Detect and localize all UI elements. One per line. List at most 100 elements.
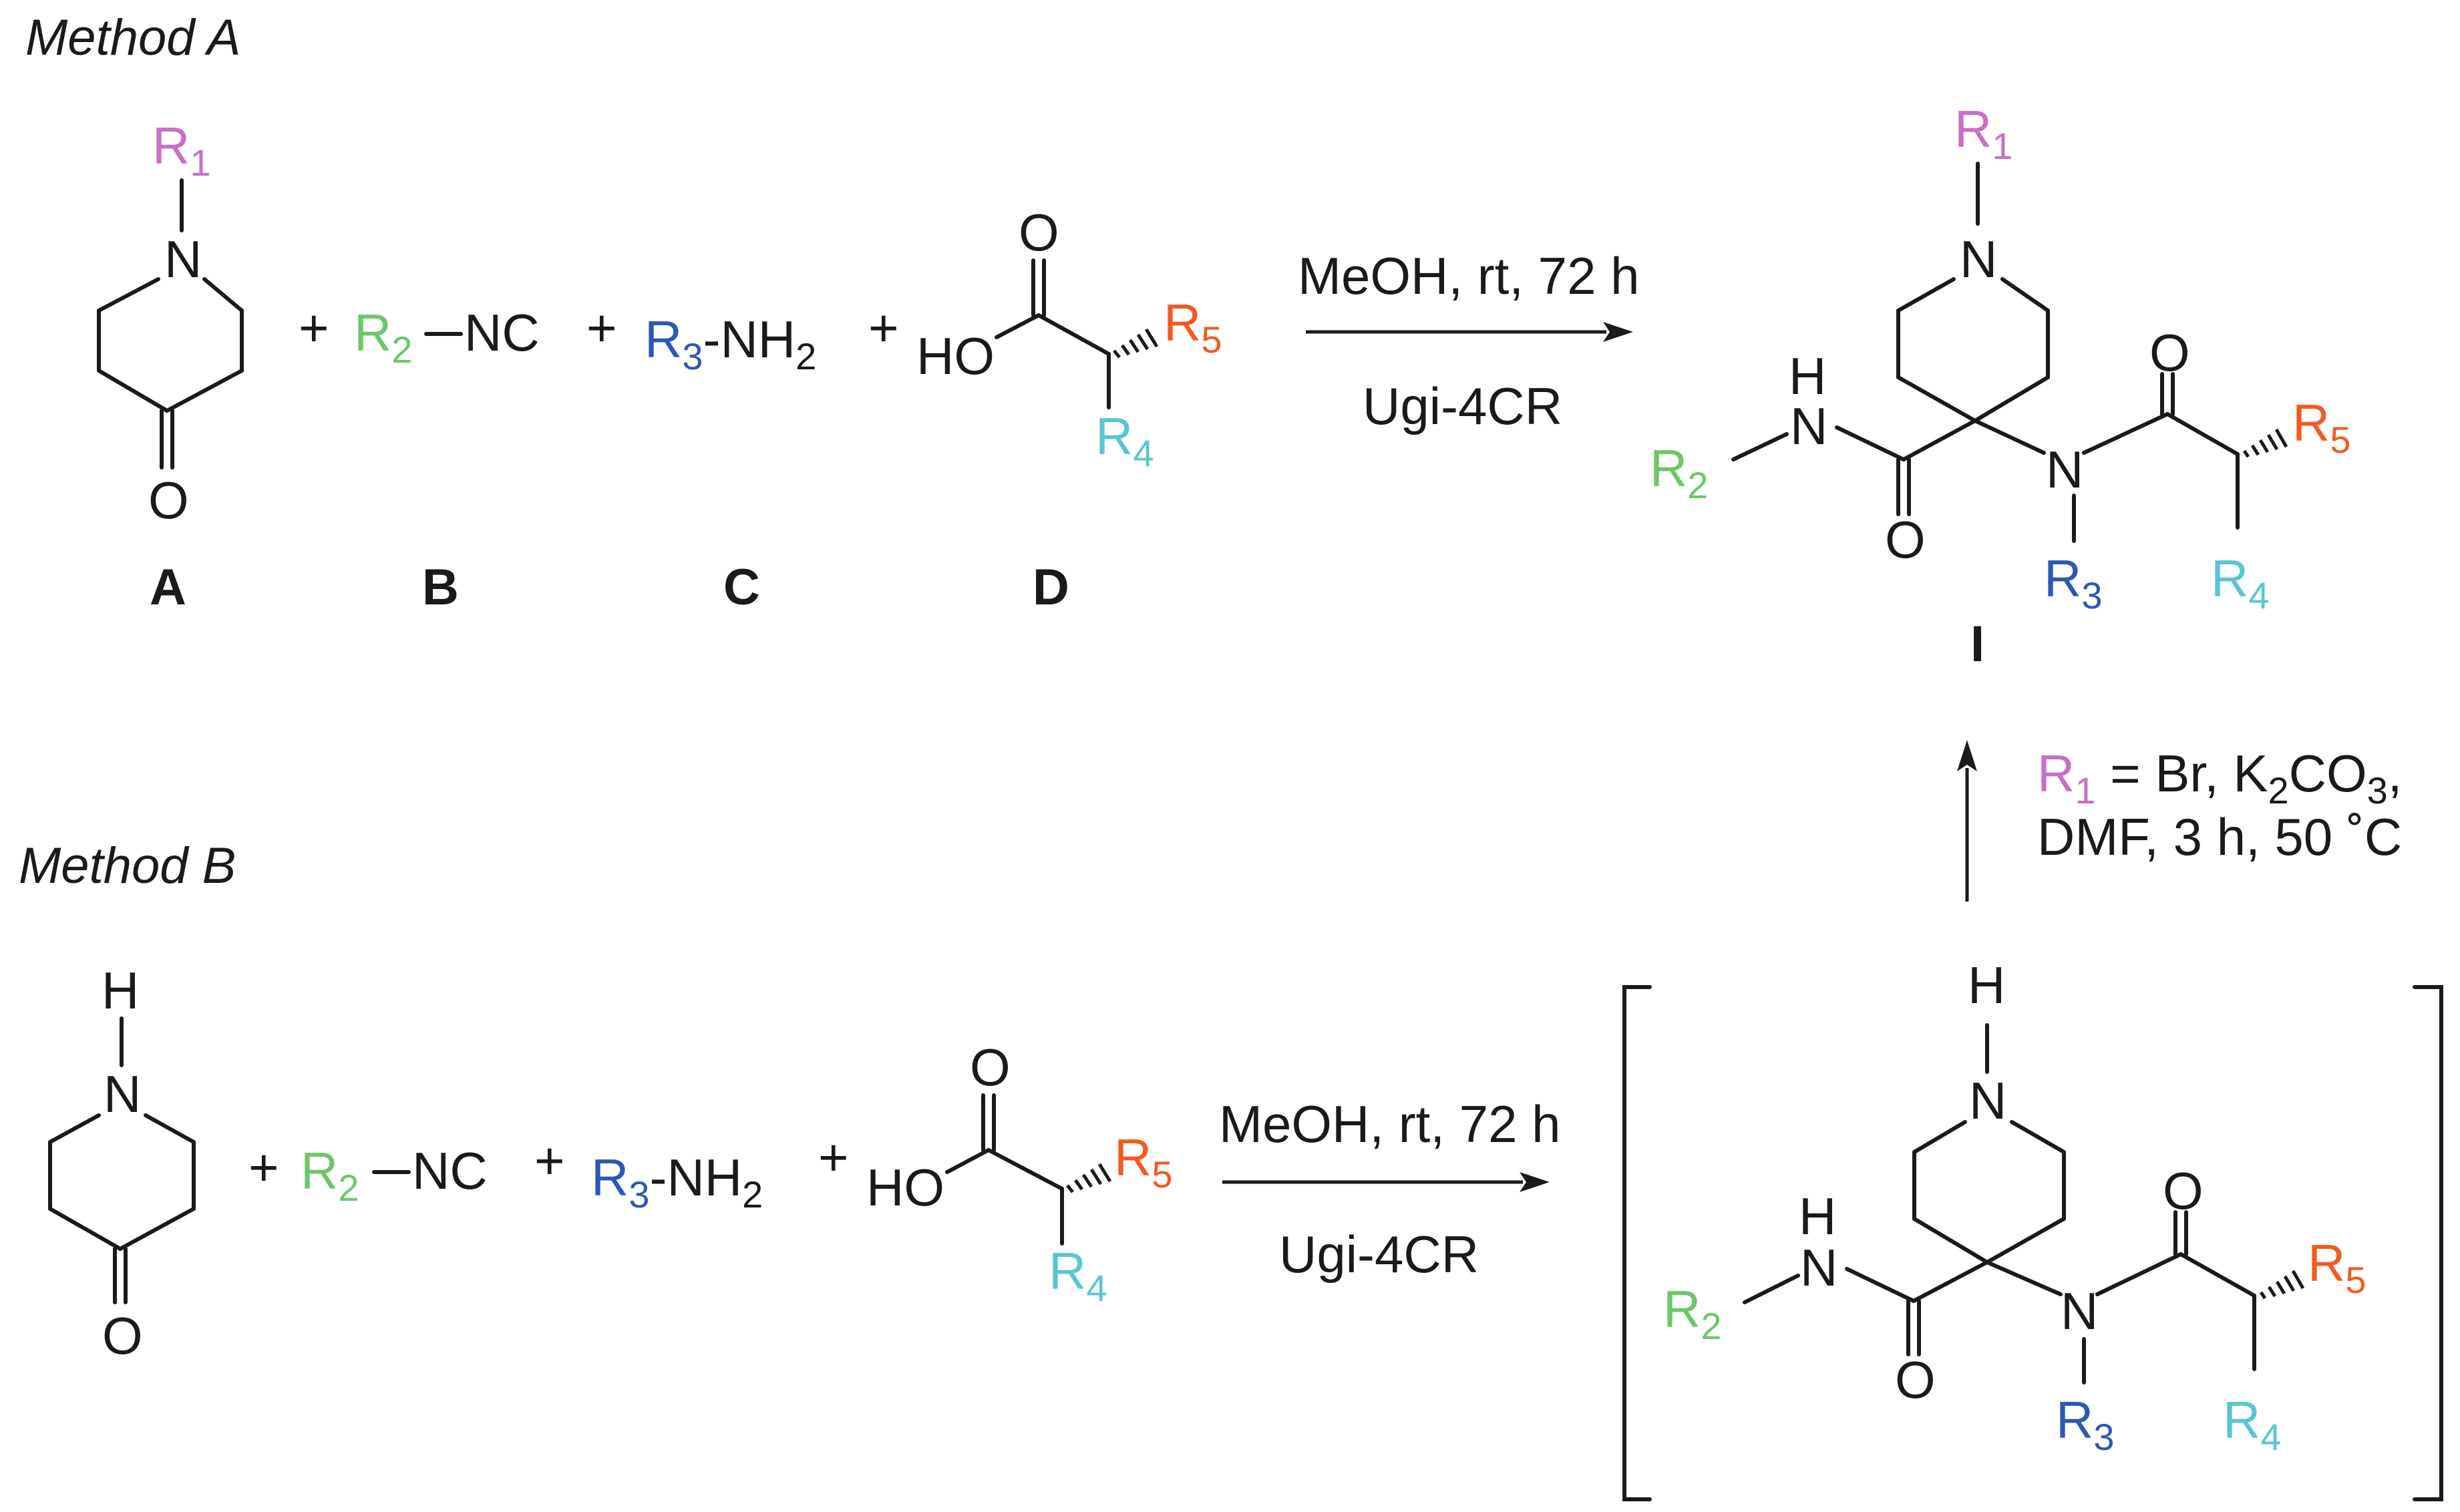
label-a: A [150, 559, 186, 616]
alk-co3-sub: 3 [2367, 769, 2388, 811]
compound-a: R1 N O A [97, 116, 244, 616]
method-b-title: Method B [19, 837, 236, 894]
alkylation-line-1: R1 = Br, K2CO3, [2037, 744, 2402, 811]
r2-sub: 2 [391, 329, 412, 371]
nh-text-c2: -NH [650, 1148, 743, 1207]
r1-label-i: R1 [1954, 100, 2013, 167]
r5-sub-int: 5 [2345, 1259, 2366, 1301]
n-atom-b: N [104, 1065, 141, 1123]
conditions-b-reaction: Ugi-4CR [1279, 1225, 1479, 1284]
r4-label-i: R4 [2211, 549, 2270, 616]
r5-sub: 5 [1201, 319, 1222, 361]
intermediate-nh: H N H N R2 O N R3 O R5 R4 [1663, 956, 2366, 1458]
left-bracket [1622, 985, 1652, 1501]
r1-sub: 1 [190, 142, 210, 184]
r4-label-d: R4 [1095, 407, 1154, 474]
product-i: R1 N H N R2 O N R3 O R5 R4 I [1650, 100, 2351, 673]
compound-d: O HO R5 R4 D [916, 203, 1222, 616]
r2-sub-int: 2 [1701, 1305, 1721, 1347]
acyl-o-i: O [2149, 323, 2190, 382]
plus-6: + [818, 1128, 849, 1187]
alkylation-arrow: R1 = Br, K2CO3, DMF, 3 h, 50 ˚C [1957, 740, 2402, 902]
n-atom-a: N [164, 230, 202, 289]
r3-sub-c2: 3 [629, 1173, 649, 1215]
r5-label-i: R5 [2292, 393, 2351, 461]
hash-wedge-d2 [1066, 1163, 1112, 1193]
r3-letter: R [645, 310, 682, 369]
conditions-b-solvent: MeOH, rt, 72 h [1219, 1095, 1561, 1153]
alk-reagent-prefix: = Br, K [2096, 744, 2268, 803]
reaction-arrow-b: MeOH, rt, 72 h Ugi-4CR [1219, 1095, 1561, 1284]
r4-sub-d2: 4 [1086, 1267, 1107, 1309]
product-i-bonds [1731, 162, 2240, 543]
r2-label-b2: R2 [301, 1141, 359, 1209]
r5-letter: R [1164, 293, 1201, 352]
alk-k2-sub: 2 [2268, 769, 2288, 811]
isocyanide-b2: NC [412, 1141, 488, 1200]
tert-n-i: N [2046, 440, 2083, 499]
compound-d-bonds [995, 258, 1111, 409]
alk-r1-letter: R [2037, 744, 2075, 803]
r2-letter-i: R [1650, 439, 1687, 498]
r3-letter-i: R [2044, 549, 2081, 608]
r4-sub: 4 [1133, 432, 1154, 474]
r2-label-i: R2 [1650, 439, 1709, 506]
r2-label-int: R2 [1663, 1280, 1722, 1347]
r5-label-int: R5 [2308, 1234, 2366, 1301]
alk-co-text: CO [2289, 744, 2367, 803]
amide-h-i: H [1789, 347, 1826, 405]
r4-label-d2: R4 [1049, 1242, 1107, 1309]
h-atom-b: H [102, 961, 139, 1020]
plus-4: + [248, 1138, 279, 1197]
hash-wedge-int [2259, 1270, 2305, 1300]
intermediate-brackets [1622, 985, 2443, 1501]
r3-sub: 3 [682, 335, 703, 377]
amide-o-int: O [1895, 1350, 1936, 1409]
ho-atom-d2: HO [866, 1158, 944, 1217]
r3-letter-int: R [2056, 1390, 2093, 1449]
isocyanide-b: NC [464, 303, 540, 362]
r4-sub-int: 4 [2260, 1416, 2281, 1458]
amine-c2: R3-NH2 [591, 1148, 763, 1215]
plus-5: + [534, 1131, 565, 1190]
acyl-o-int: O [2163, 1161, 2204, 1220]
arrow-a-head [1603, 322, 1633, 342]
r4-letter-int: R [2223, 1390, 2260, 1449]
r4-letter-i: R [2211, 549, 2248, 608]
compound-a-bonds [97, 178, 244, 469]
r2-label-b: R2 [354, 303, 413, 371]
r2-sub-b2: 2 [338, 1167, 359, 1209]
r2-letter: R [354, 303, 391, 362]
conditions-a-solvent: MeOH, rt, 72 h [1298, 246, 1640, 305]
r5-label-d: R5 [1164, 293, 1222, 361]
nh2-sub-c2: 2 [742, 1173, 763, 1215]
hash-wedge-d [1113, 328, 1159, 359]
amide-n-int: N [1800, 1238, 1837, 1297]
r4-sub-i: 4 [2248, 574, 2269, 616]
r1-label-a: R1 [152, 116, 211, 184]
r4-letter: R [1095, 407, 1133, 465]
compound-b-2: R2 NC [301, 1141, 488, 1209]
o-atom-b: O [102, 1306, 143, 1365]
label-b: B [422, 559, 459, 616]
arrow-b-head [1520, 1172, 1550, 1192]
compound-d2-bonds [945, 1093, 1064, 1246]
alkylation-line-2: DMF, 3 h, 50 ˚C [2037, 807, 2402, 866]
r2-letter-b2: R [301, 1141, 338, 1200]
amine-c: R3-NH2 [645, 310, 816, 377]
r3-sub-int: 3 [2093, 1416, 2114, 1458]
ho-atom-d: HO [916, 327, 995, 385]
nh-text: -NH [703, 310, 796, 369]
r4-letter-d2: R [1049, 1242, 1086, 1300]
r5-letter-d2: R [1114, 1128, 1152, 1187]
r5-sub-d2: 5 [1152, 1153, 1172, 1195]
plus-1: + [299, 299, 329, 357]
r3-letter-c2: R [591, 1148, 629, 1207]
intermediate-bonds [1743, 1023, 2256, 1384]
n1-atom-i: N [1960, 230, 1997, 289]
o-atom-d2: O [970, 1038, 1011, 1097]
tert-n-int: N [2061, 1282, 2098, 1340]
r5-sub-i: 5 [2330, 419, 2350, 461]
alk-r1-sub: 1 [2075, 769, 2095, 811]
